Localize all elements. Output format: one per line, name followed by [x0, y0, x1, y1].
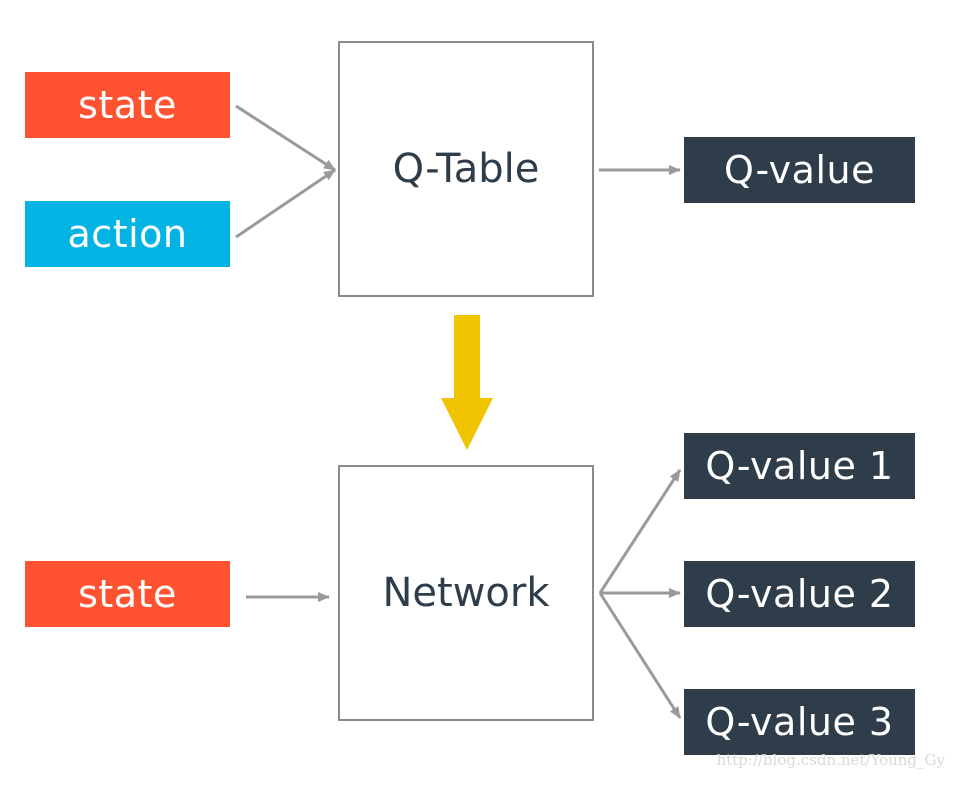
connector-network-to-qvalue-3	[598, 592, 682, 719]
q-value-3-node: Q-value 3	[684, 689, 915, 755]
transition-arrow	[441, 315, 493, 450]
connector-network-to-qvalue-1	[598, 469, 682, 594]
state-node-bottom: state	[25, 561, 230, 627]
connector-action-to-qtable	[235, 168, 336, 239]
q-value-2-node: Q-value 2	[684, 561, 915, 627]
q-table-box: Q-Table	[338, 41, 594, 297]
watermark-text: http://blog.csdn.net/Young_Gy	[716, 751, 945, 769]
connector-state-to-qtable	[235, 104, 336, 172]
action-node: action	[25, 201, 230, 267]
network-box: Network	[338, 465, 594, 721]
q-value-1-node: Q-value 1	[684, 433, 915, 499]
q-value-node: Q-value	[684, 137, 915, 203]
state-node-top: state	[25, 72, 230, 138]
